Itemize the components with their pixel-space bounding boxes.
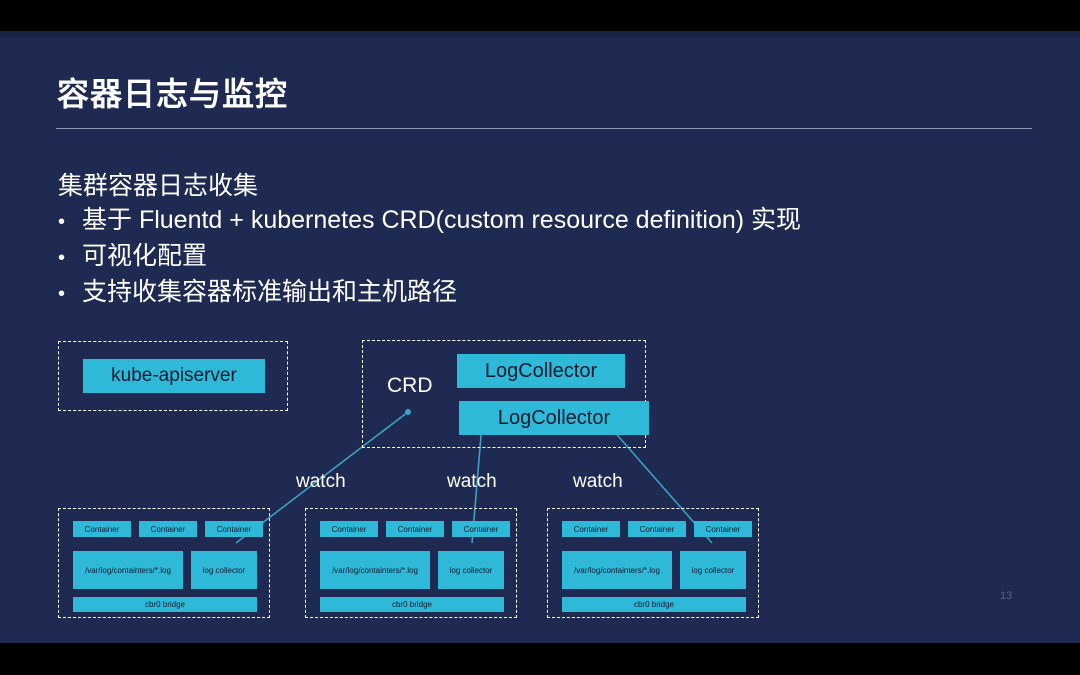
container-box[interactable]: Container <box>73 521 131 537</box>
logcollector-box-1[interactable]: LogCollector <box>457 354 625 388</box>
container-box[interactable]: Container <box>139 521 197 537</box>
bullet-marker-icon: • <box>58 283 66 305</box>
node-group-3: Container Container Container /var/log/c… <box>547 508 759 618</box>
container-box[interactable]: Container <box>205 521 263 537</box>
cbr0-bridge-box[interactable]: cbr0 bridge <box>320 597 504 612</box>
body-lead-line: 集群容器日志收集 <box>58 172 259 200</box>
body-text-block: 集群容器日志收集 • 基于 Fluentd + kubernetes CRD(c… <box>58 169 998 311</box>
log-collector-box[interactable]: log collector <box>191 551 257 589</box>
node-group-1: Container Container Container /var/log/c… <box>58 508 270 618</box>
logcollector-box-2[interactable]: LogCollector <box>459 401 649 435</box>
bullet-marker-icon: • <box>58 211 66 233</box>
crd-label: CRD <box>387 374 433 397</box>
title-divider <box>56 128 1032 129</box>
watch-label-3: watch <box>573 471 623 492</box>
kube-apiserver-box[interactable]: kube-apiserver <box>83 359 265 393</box>
page-number: 13 <box>1000 590 1013 602</box>
apiserver-group: kube-apiserver <box>58 341 288 411</box>
cbr0-bridge-box[interactable]: cbr0 bridge <box>73 597 257 612</box>
log-collector-box[interactable]: log collector <box>680 551 746 589</box>
slide-canvas: 容器日志与监控 集群容器日志收集 • 基于 Fluentd + kubernet… <box>0 31 1080 643</box>
watch-label-1: watch <box>296 471 346 492</box>
bullet-text: 支持收集容器标准输出和主机路径 <box>82 278 458 306</box>
crd-group: CRD LogCollector LogCollector <box>362 340 649 448</box>
slide-top-strip <box>0 31 1080 38</box>
log-path-box[interactable]: /var/log/containters/*.log <box>73 551 183 589</box>
log-path-box[interactable]: /var/log/containters/*.log <box>320 551 430 589</box>
container-box[interactable]: Container <box>452 521 510 537</box>
architecture-diagram: kube-apiserver CRD LogCollector LogColle… <box>0 31 1080 643</box>
bullet-text: 基于 Fluentd + kubernetes CRD(custom resou… <box>82 206 802 234</box>
container-box[interactable]: Container <box>694 521 752 537</box>
bullet-item-2: • 可视化配置 <box>58 239 998 275</box>
watch-label-2: watch <box>447 471 497 492</box>
page-title: 容器日志与监控 <box>57 76 289 112</box>
container-box[interactable]: Container <box>320 521 378 537</box>
container-box[interactable]: Container <box>628 521 686 537</box>
cbr0-bridge-box[interactable]: cbr0 bridge <box>562 597 746 612</box>
log-collector-box[interactable]: log collector <box>438 551 504 589</box>
container-box[interactable]: Container <box>562 521 620 537</box>
node-group-2: Container Container Container /var/log/c… <box>305 508 517 618</box>
log-path-box[interactable]: /var/log/containters/*.log <box>562 551 672 589</box>
bullet-marker-icon: • <box>58 247 66 269</box>
bullet-text: 可视化配置 <box>82 242 208 270</box>
container-box[interactable]: Container <box>386 521 444 537</box>
bullet-item-1: • 基于 Fluentd + kubernetes CRD(custom res… <box>58 203 998 239</box>
bullet-item-3: • 支持收集容器标准输出和主机路径 <box>58 275 998 311</box>
